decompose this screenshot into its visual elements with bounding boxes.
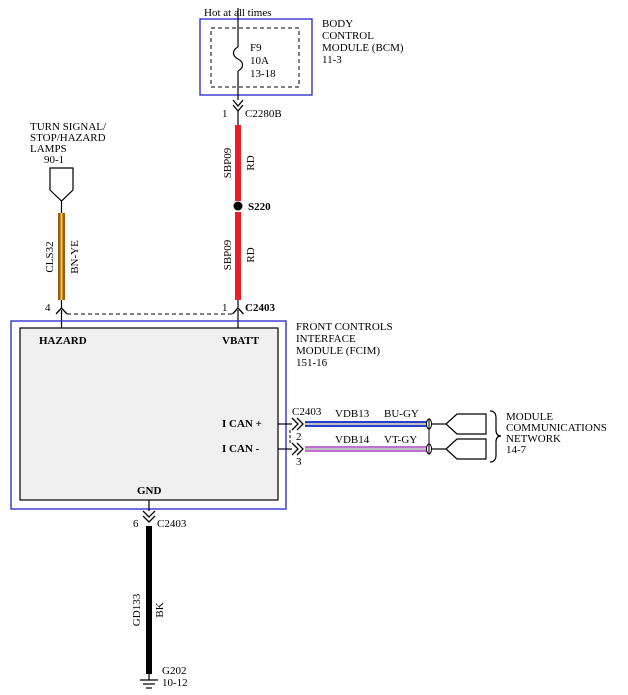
connector-chevron-icon (232, 307, 244, 315)
vt-gy-label: VT-GY (384, 434, 417, 446)
c2280b-id: C2280B (245, 108, 282, 120)
can-plus-pin: 2 (296, 431, 302, 443)
connector-chevron-icon (291, 442, 299, 456)
vdb14-label: VDB14 (335, 434, 370, 446)
fuse-id: F9 (250, 42, 262, 54)
turn-signal-line-3: LAMPS (30, 143, 67, 155)
ground-section: 6 C2403 GD133 BK G202 10-12 (131, 500, 188, 689)
bcm-name-line-2: CONTROL (322, 30, 374, 42)
vbatt-label: VBATT (222, 335, 260, 347)
fcim-body (19, 327, 279, 501)
gray-stripe-minus (305, 448, 427, 450)
yellow-stripe (60, 213, 63, 300)
lower-circuit-label: SBP09 (222, 239, 234, 270)
fcim-name-line-2: INTERFACE (296, 333, 356, 345)
turn-signal-line-1: TURN SIGNAL/ (30, 121, 107, 133)
fcim-name-line-1: FRONT CONTROLS (296, 321, 393, 333)
upper-color-label: RD (245, 155, 257, 170)
feed-wire: S220 SBP09 RD SBP09 RD (222, 111, 271, 300)
can-minus-pin: 3 (296, 456, 302, 468)
can-connector-id: C2403 (292, 406, 322, 418)
turn-signal-line-4: 90-1 (44, 154, 64, 166)
connector-c2403-can: C2403 2 3 (278, 406, 322, 468)
gnd-label: GND (137, 485, 162, 497)
fuse-ref: 13-18 (250, 68, 276, 80)
connector-c2280b: 1 C2280B (222, 99, 282, 120)
bu-gy-label: BU-GY (384, 408, 419, 420)
gnd-pin: 6 (133, 518, 139, 530)
connector-chevron-icon (142, 515, 156, 523)
network-line-4: 14-7 (506, 444, 527, 456)
network-brace (489, 410, 502, 463)
black-ground-wire (146, 526, 152, 674)
bn-ye-label: BN-YE (69, 240, 81, 274)
fcim-name-line-4: 151-16 (296, 357, 328, 369)
can-minus-label: I CAN - (222, 443, 260, 455)
connector-chevron-icon (142, 510, 156, 518)
connector-chevron-icon (296, 417, 304, 431)
bcm-fuse-box (210, 27, 300, 88)
upper-circuit-label: SBP09 (222, 147, 234, 178)
bcm-name-line-1: BODY (322, 18, 353, 30)
lower-color-label: RD (245, 247, 257, 262)
ground-id: G202 (162, 665, 186, 677)
ground-ref: 10-12 (162, 677, 188, 689)
connector-chevron-icon (296, 442, 304, 456)
can-wires: VDB13 BU-GY VDB14 VT-GY MODULE COMMUNICA… (305, 408, 607, 463)
network-line-1: MODULE (506, 411, 553, 423)
fcim-module: HAZARD VBATT I CAN + I CAN - GND FRONT C… (10, 320, 393, 510)
gd133-label: GD133 (131, 593, 143, 626)
network-reference-arrow-icon (445, 413, 487, 435)
can-plus-label: I CAN + (222, 418, 262, 430)
gray-stripe-plus (305, 423, 427, 425)
c2280b-pin: 1 (222, 108, 228, 120)
c2403-top-id: C2403 (245, 302, 275, 314)
turn-signal-section: TURN SIGNAL/ STOP/HAZARD LAMPS 90-1 CLS3… (30, 121, 107, 300)
network-line-2: COMMUNICATIONS (506, 422, 607, 434)
vdb13-label: VDB13 (335, 408, 370, 420)
turn-signal-line-2: STOP/HAZARD (30, 132, 106, 144)
fcim-name-line-3: MODULE (FCIM) (296, 345, 380, 357)
connector-chevron-icon (291, 417, 299, 431)
connector-chevron-icon (232, 99, 244, 108)
network-line-3: NETWORK (506, 433, 561, 445)
cls32-label: CLS32 (44, 241, 56, 272)
network-reference-arrow-icon (445, 438, 487, 460)
page-reference-arrow-icon (49, 167, 74, 202)
hazard-label: HAZARD (39, 335, 87, 347)
bcm-outline (199, 18, 313, 96)
vbatt-pin-number: 1 (222, 302, 228, 314)
red-wire-upper (235, 125, 241, 201)
hazard-pin-number: 4 (45, 302, 51, 314)
bcm-module: Hot at all times F9 10A 13-18 BODY CONTR… (199, 7, 404, 100)
bcm-name-line-4: 11-3 (322, 54, 342, 66)
connector-c2403-top: 4 1 C2403 (45, 300, 275, 328)
bk-label: BK (154, 602, 166, 617)
bcm-name-line-3: MODULE (BCM) (322, 42, 404, 54)
splice-s220-dot (233, 201, 243, 211)
fuse-rating: 10A (250, 55, 269, 67)
gnd-connector-id: C2403 (157, 518, 187, 530)
red-wire-lower (235, 212, 241, 300)
connector-chevron-icon (55, 307, 68, 315)
splice-s220-label: S220 (248, 201, 271, 213)
fuse-icon (232, 46, 244, 72)
